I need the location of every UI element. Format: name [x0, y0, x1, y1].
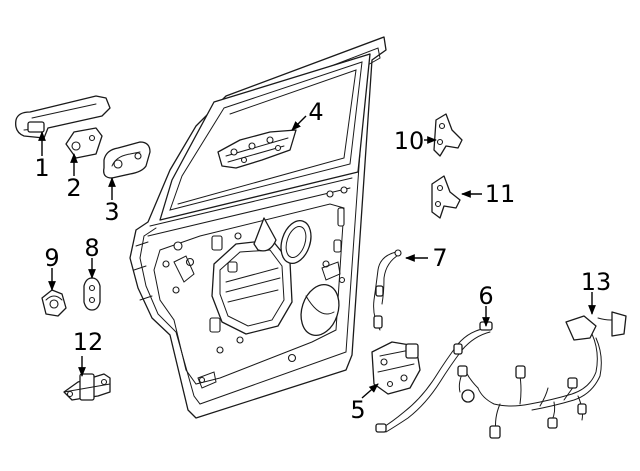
door-latch-part: [371, 341, 421, 395]
callout-label: 12: [73, 328, 104, 356]
callout-label: 2: [66, 174, 81, 202]
callout-9: 9: [44, 244, 60, 291]
callout-label: 4: [308, 98, 323, 126]
callout-12: 12: [73, 328, 104, 377]
callout-6: 6: [478, 282, 494, 327]
callout-label: 7: [432, 244, 447, 272]
callout-3: 3: [104, 177, 120, 226]
inside-release-cable-part: [373, 249, 402, 331]
wiring-harness-part: [457, 311, 627, 439]
callout-13: 13: [581, 268, 612, 315]
callout-label: 8: [84, 234, 99, 262]
callout-label: 10: [394, 127, 425, 155]
callout-11: 11: [461, 180, 516, 208]
callout-label: 9: [44, 244, 59, 272]
callout-7: 7: [405, 244, 448, 272]
callout-label: 11: [485, 180, 516, 208]
callout-label: 6: [478, 282, 493, 310]
door-shell: [129, 36, 387, 419]
callout-5: 5: [350, 383, 379, 424]
callout-label: 5: [350, 396, 365, 424]
callout-label: 3: [104, 198, 119, 226]
handle-bezel-part: [65, 127, 103, 159]
callout-label: 13: [581, 268, 612, 296]
spacer-part: [83, 277, 101, 311]
callout-8: 8: [84, 234, 100, 279]
check-link-part: [63, 373, 111, 401]
callout-4: 4: [291, 98, 324, 131]
outside-handle-part: [15, 95, 111, 139]
window-regulator-part: [217, 129, 297, 169]
upper-hinge-part: [433, 113, 463, 157]
handle-cover-part: [103, 141, 151, 179]
callout-10: 10: [394, 127, 437, 155]
callout-label: 1: [34, 154, 49, 182]
striker-part: [41, 289, 67, 317]
lower-hinge-part: [431, 175, 461, 219]
callout-2: 2: [66, 153, 82, 202]
callout-1: 1: [34, 131, 50, 182]
